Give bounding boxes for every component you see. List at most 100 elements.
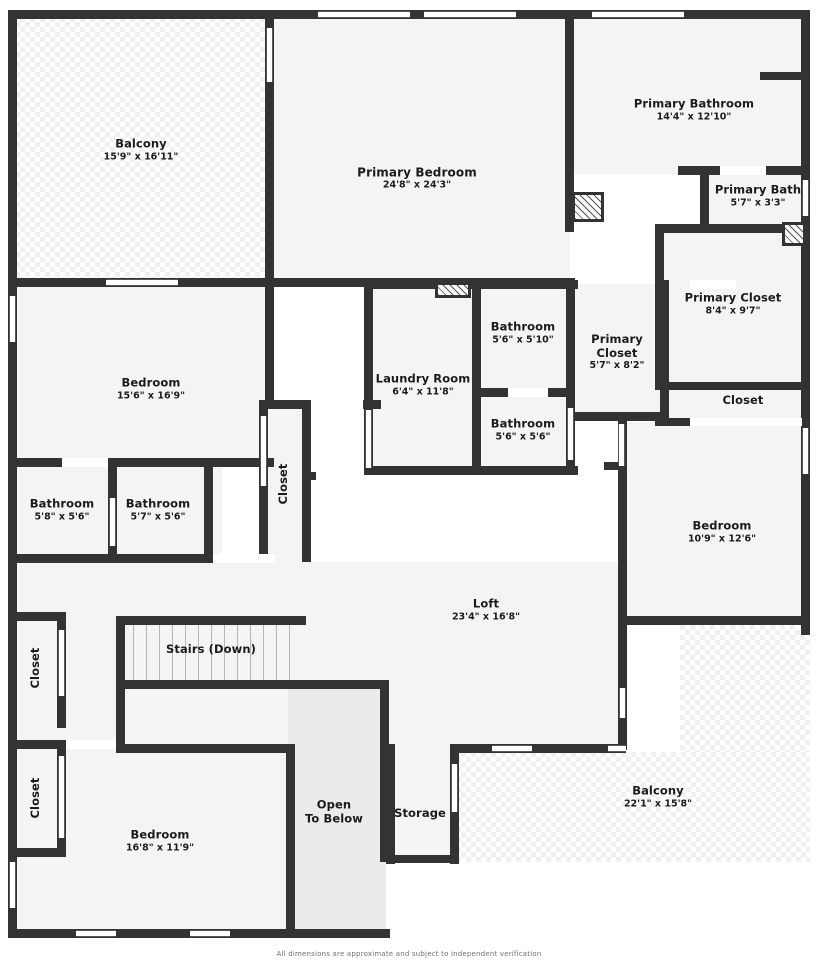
- label-primary-closet-right: Primary Closet 8'4" x 9'7": [684, 290, 782, 317]
- label-primary-closet-mid: Primary Closet 5'7" x 8'2": [589, 331, 645, 371]
- window-bedroom-left-west: [9, 296, 16, 342]
- room-fill-bedroom-right: [622, 422, 810, 620]
- room-name: Bedroom: [121, 375, 181, 390]
- room-fill-primary-closet-right: [660, 228, 810, 386]
- window-bedroom-bottom-south-2: [190, 930, 230, 937]
- label-storage: Storage: [394, 807, 446, 821]
- wall-closet-bottom-a-top: [8, 612, 66, 621]
- wall-bedroom-left-right: [265, 278, 274, 408]
- room-name: Balcony: [632, 783, 684, 798]
- door-closet-right: [690, 418, 802, 426]
- room-fill-primary-closet-mid: [570, 284, 666, 416]
- wall-loft-bottom-right: [456, 744, 626, 753]
- label-loft: Loft 23'4" x 16'8": [451, 596, 521, 623]
- wall-primary-bedroom-right: [565, 10, 574, 232]
- room-name: Storage: [394, 806, 446, 821]
- door-closet-bottom-a: [58, 630, 65, 696]
- room-dimensions: 10'9" x 12'6": [687, 533, 757, 545]
- label-bathroom-mid-bottom: Bathroom 5'6" x 5'6": [490, 416, 556, 443]
- label-primary-bath: Primary Bath 5'7" x 3'3": [714, 182, 802, 209]
- room-fill-closet-bottom-a: [14, 618, 62, 728]
- label-open-to-below: Open To Below: [305, 798, 363, 825]
- room-fill-balcony-bottom-right-upper: [680, 620, 810, 752]
- window-bedroom-bottom-west: [9, 862, 16, 908]
- door-closet-mid-left: [260, 416, 267, 486]
- label-stairs: Stairs (Down): [166, 643, 256, 657]
- wall-exterior-left-mid: [8, 284, 17, 572]
- door-loft-to-bedroom-bottom: [66, 740, 116, 749]
- room-name-line1: Primary: [591, 331, 643, 346]
- wall-primary-closet-mid-right: [660, 280, 669, 416]
- wall-loft-right-upper: [618, 616, 627, 750]
- label-bedroom-bottom: Bedroom 16'8" x 11'9": [125, 828, 195, 854]
- room-name: Closet: [28, 647, 43, 689]
- wall-exterior-right: [801, 10, 810, 635]
- wall-bathroom-left-bottom: [8, 554, 274, 563]
- room-name: Primary Bath: [714, 182, 802, 197]
- wall-loft-ext-right: [380, 680, 389, 862]
- room-fill-bedroom-bottom: [10, 748, 290, 934]
- wall-closet-mid-handle: [302, 472, 316, 480]
- wall-loft-bottom-left: [116, 744, 291, 753]
- wall-exterior-left-upper: [8, 10, 17, 286]
- wall-bedroom-left-bottom: [8, 458, 274, 467]
- label-primary-bedroom: Primary Bedroom 24'8" x 24'3": [357, 165, 477, 190]
- wall-primary-bath-bottom: [655, 224, 810, 233]
- room-name: Closet: [28, 777, 43, 819]
- wall-storage-left: [386, 744, 395, 864]
- door-bathroom-mid-divider: [508, 388, 548, 397]
- room-dimensions: 16'8" x 11'9": [125, 842, 195, 854]
- room-name: Bathroom: [29, 496, 95, 511]
- door-primary-bath-top: [720, 166, 766, 175]
- room-name-line2: Closet: [596, 345, 638, 360]
- room-dimensions: 5'7" x 8'2": [589, 359, 645, 371]
- wall-laundry-left: [364, 280, 373, 474]
- door-balcony-to-primary-bedroom: [266, 28, 273, 82]
- wall-exterior-bottom-storage: [386, 855, 458, 863]
- room-dimensions: 14'4" x 12'10": [656, 111, 732, 123]
- room-dimensions: 5'6" x 5'6": [495, 431, 551, 443]
- door-closet-mid-top: [311, 400, 363, 409]
- door-primary-closet-right: [690, 280, 736, 289]
- label-balcony-bottom-right: Balcony 22'1" x 15'8": [624, 783, 692, 810]
- door-primary-closet-mid-bottom: [618, 424, 625, 466]
- wall-loft-ext-top: [116, 680, 386, 689]
- room-dimensions: 15'6" x 16'9": [116, 390, 186, 402]
- window-bedroom-right-east: [802, 428, 809, 474]
- door-bathroom-left-bottom: [213, 554, 275, 563]
- door-storage: [451, 764, 458, 812]
- window-primary-bathroom-top: [592, 11, 684, 18]
- wall-bedroom-right-handle: [604, 462, 620, 470]
- label-laundry-room: Laundry Room 6'4" x 11'8": [376, 372, 471, 398]
- room-dimensions: 23'4" x 16'8": [451, 611, 521, 623]
- room-fill-bedroom-left: [10, 284, 272, 464]
- label-closet-right: Closet: [722, 394, 763, 408]
- label-closet-bottom-b: Closet: [28, 777, 43, 819]
- door-bathroom-left-a: [62, 458, 108, 467]
- column-primary-closet-corner: [782, 222, 806, 246]
- label-bathroom-left-b: Bathroom 5'7" x 5'6": [126, 497, 190, 523]
- room-name: Primary Closet: [684, 290, 782, 305]
- room-name: Balcony: [115, 136, 167, 151]
- window-bedroom-bottom-south-1: [76, 930, 116, 937]
- wall-balcony-bottom-top: [680, 616, 810, 625]
- window-loft-east: [619, 688, 626, 718]
- window-loft-south-2: [608, 745, 626, 752]
- room-fill-bathroom-left-a: [10, 464, 116, 562]
- chimney-primary-bedroom: [572, 192, 604, 222]
- room-fill-stairs: [120, 622, 302, 684]
- room-name: Closet: [722, 393, 764, 408]
- wall-closet-divider: [8, 740, 70, 749]
- room-fill-laundry-room: [368, 284, 478, 474]
- wall-stairs-left: [116, 616, 125, 684]
- room-name: Loft: [472, 596, 500, 611]
- wall-bathroom-mid-right: [566, 280, 575, 392]
- label-balcony-top-left: Balcony 15'9" x 16'11": [104, 136, 179, 163]
- room-fill-balcony-bottom-right: [456, 752, 810, 862]
- window-primary-bedroom-top-1: [318, 11, 410, 18]
- open-to-below-line1: Open: [316, 797, 352, 812]
- room-name: Bathroom: [490, 416, 556, 431]
- room-fill-storage: [388, 752, 456, 862]
- room-name: Primary Bathroom: [633, 96, 755, 111]
